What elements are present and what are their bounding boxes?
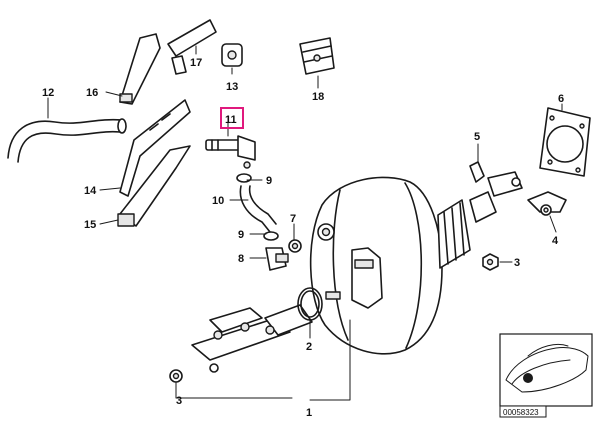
inset-locator: 00058323 — [499, 333, 593, 418]
vacuum-check-valve[interactable] — [205, 135, 256, 169]
callout-2[interactable]: 2 — [306, 341, 312, 353]
master-cylinder[interactable] — [169, 304, 313, 383]
damper-block-18[interactable] — [299, 37, 335, 75]
angle-fitting[interactable] — [265, 247, 289, 271]
callout-11[interactable]: 11 — [225, 114, 237, 126]
callout-9-lower[interactable]: 9 — [238, 229, 244, 241]
bracket-16[interactable] — [119, 33, 161, 105]
callout-13[interactable]: 13 — [226, 81, 238, 93]
callout-labels: 1 2 3 3 4 5 6 7 8 9 9 10 11 12 13 14 15 … — [42, 57, 564, 419]
leader-lines — [47, 45, 563, 401]
callout-9-upper[interactable]: 9 — [266, 175, 272, 187]
callout-14[interactable]: 14 — [84, 185, 97, 197]
grommet-7[interactable] — [288, 239, 302, 253]
rubber-mount-13[interactable] — [221, 43, 243, 67]
callout-11-highlight — [220, 107, 244, 129]
callout-18[interactable]: 18 — [312, 91, 324, 103]
callout-15[interactable]: 15 — [84, 219, 96, 231]
callout-3-left[interactable]: 3 — [176, 395, 182, 407]
hose-clamp-lower[interactable] — [263, 231, 279, 241]
lever-4[interactable] — [527, 191, 567, 216]
bracket-14[interactable] — [119, 99, 191, 197]
callout-7[interactable]: 7 — [290, 213, 296, 225]
callout-10[interactable]: 10 — [212, 195, 224, 207]
o-ring[interactable] — [297, 287, 323, 321]
callout-4[interactable]: 4 — [552, 235, 559, 247]
vacuum-line-12[interactable] — [7, 118, 127, 163]
callout-17[interactable]: 17 — [190, 57, 202, 69]
bracket-17[interactable] — [167, 19, 217, 75]
callout-8[interactable]: 8 — [238, 253, 244, 265]
callout-1[interactable]: 1 — [306, 407, 312, 419]
callout-12[interactable]: 12 — [42, 87, 54, 99]
callout-5[interactable]: 5 — [474, 131, 480, 143]
gasket-plate[interactable] — [539, 107, 591, 177]
hose-clamp-upper[interactable] — [236, 173, 252, 183]
callout-16[interactable]: 16 — [86, 87, 98, 99]
hex-nut-right[interactable] — [482, 253, 499, 271]
callout-3-right[interactable]: 3 — [514, 257, 520, 269]
bracket-15[interactable] — [117, 145, 191, 227]
inset-code: 00058323 — [503, 408, 539, 417]
callout-6[interactable]: 6 — [558, 93, 564, 105]
car-outline-icon — [505, 343, 589, 393]
location-marker-icon — [523, 373, 533, 383]
vacuum-hose[interactable] — [239, 185, 277, 233]
spring-clip-5[interactable] — [469, 161, 485, 183]
brake-booster[interactable] — [309, 171, 523, 355]
